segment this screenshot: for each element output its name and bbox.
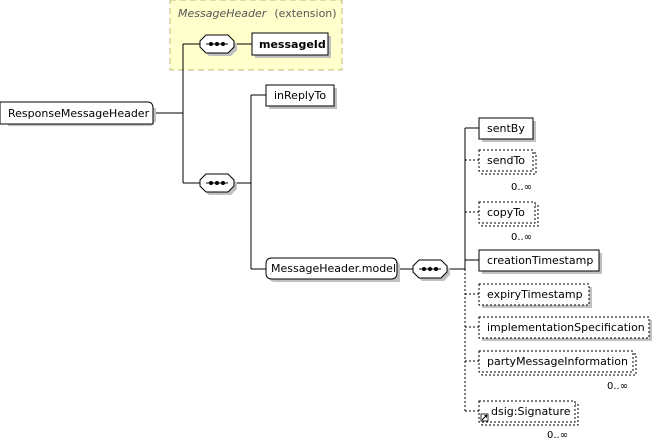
root-label: ResponseMessageHeader (8, 107, 150, 120)
svg-text:copyTo: copyTo (487, 206, 525, 219)
connectors (153, 43, 479, 270)
svg-text:messageId: messageId (259, 38, 326, 51)
element-dsig-Signature[interactable]: dsig:Signature 0..∞ (478, 400, 579, 440)
svg-text:dsig:Signature: dsig:Signature (491, 405, 571, 418)
element-partyMessageInformation[interactable]: partyMessageInformation 0..∞ (478, 350, 637, 392)
sequence-compositor[interactable] (199, 173, 237, 195)
group-MessageHeader-model[interactable]: MessageHeader.model (265, 257, 400, 282)
svg-text:expiryTimestamp: expiryTimestamp (487, 288, 583, 301)
optional-connectors (464, 159, 479, 412)
element-expiryTimestamp[interactable]: expiryTimestamp (478, 283, 592, 308)
svg-text:inReplyTo: inReplyTo (274, 89, 326, 102)
dsig-Signature-occurs: 0..∞ (547, 430, 568, 440)
element-implementationSpecification[interactable]: implementationSpecification (478, 316, 652, 341)
element-copyTo[interactable]: copyTo 0..∞ (478, 201, 539, 243)
svg-text:implementationSpecification: implementationSpecification (487, 321, 645, 334)
element-inReplyTo[interactable]: inReplyTo (265, 84, 337, 109)
root-element[interactable]: ResponseMessageHeader (0, 101, 156, 126)
svg-text:sentBy: sentBy (487, 122, 525, 135)
copyTo-occurs: 0..∞ (511, 232, 532, 243)
reference-arrow-icon (480, 413, 489, 422)
sendTo-occurs: 0..∞ (511, 182, 532, 193)
svg-text:sendTo: sendTo (487, 154, 525, 167)
element-messageId[interactable]: messageId (251, 32, 331, 58)
sequence-compositor-extension[interactable] (199, 34, 237, 56)
svg-text:creationTimestamp: creationTimestamp (487, 254, 593, 267)
element-creationTimestamp[interactable]: creationTimestamp (478, 249, 602, 274)
sequence-compositor-model[interactable] (412, 259, 450, 281)
extension-title: MessageHeader (extension) (178, 2, 337, 21)
svg-text:partyMessageInformation: partyMessageInformation (487, 355, 628, 368)
svg-text:MessageHeader.model: MessageHeader.model (271, 262, 396, 275)
element-sentBy[interactable]: sentBy (478, 117, 536, 142)
partyMessageInformation-occurs: 0..∞ (607, 381, 628, 392)
element-sendTo[interactable]: sendTo 0..∞ (478, 149, 537, 193)
